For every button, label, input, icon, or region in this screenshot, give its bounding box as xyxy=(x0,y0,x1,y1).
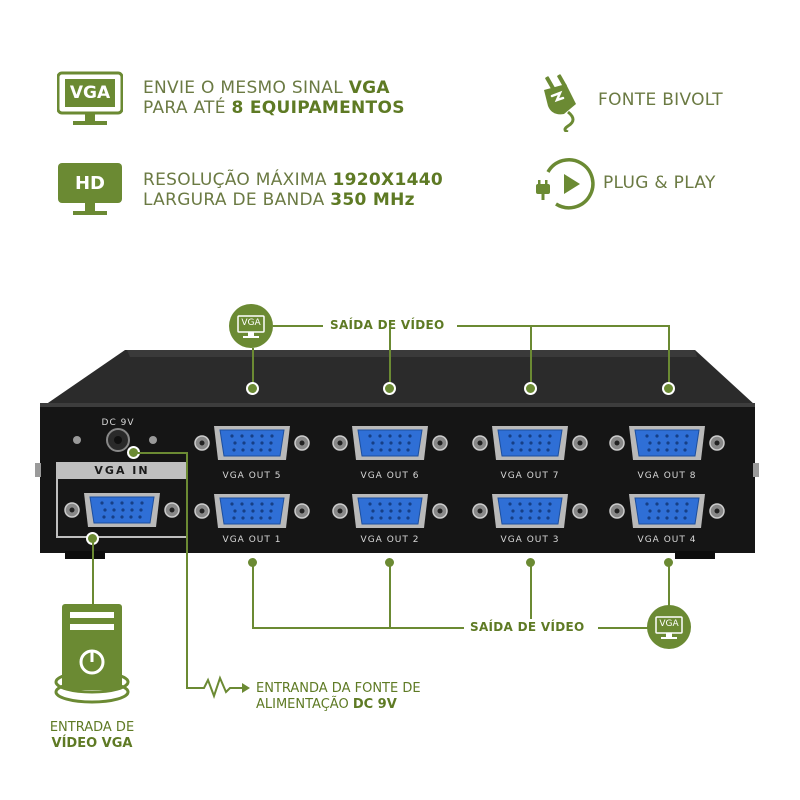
vga-input-line2: VÍDEO VGA xyxy=(51,736,133,751)
power-input-hline xyxy=(133,452,187,454)
vga-input-line1: ENTRADA DE xyxy=(49,720,135,735)
bottom-vga-callout-icon: VGA xyxy=(647,605,691,649)
vga-monitor-icon: VGA xyxy=(56,70,124,128)
power-wave-icon xyxy=(186,674,250,702)
power-input-line2: ALIMENTAÇÃO xyxy=(256,697,353,712)
top-video-out-label: SAÍDA DE VÍDEO xyxy=(330,318,445,332)
top-callout-drop-4 xyxy=(668,325,670,388)
power-feature-text: FONTE BIVOLT xyxy=(598,90,723,110)
power-input-line1: ENTRANDA DA FONTE DE xyxy=(256,681,421,696)
hd-feature-text: RESOLUÇÃO MÁXIMA 1920X1440 LARGURA DE BA… xyxy=(143,170,443,210)
bottom-callout-drop-1 xyxy=(252,566,254,628)
plug-and-play-text: PLUG & PLAY xyxy=(603,173,716,193)
bottom-callout-drop-2 xyxy=(389,566,391,628)
top-callout-dot-4 xyxy=(662,382,675,395)
vga-in-label: VGA IN xyxy=(94,464,150,477)
hd-monitor-icon: HD xyxy=(57,160,123,218)
vga-feature-line2-bold: 8 EQUIPAMENTOS xyxy=(231,98,405,118)
power-input-text: ENTRANDA DA FONTE DE ALIMENTAÇÃO DC 9V xyxy=(256,681,421,713)
hd-feature-line2: LARGURA DE BANDA xyxy=(143,190,331,210)
top-callout-dot-3 xyxy=(524,382,537,395)
top-callout-drop-2 xyxy=(389,325,391,388)
dc-jack-label: DC 9V xyxy=(101,418,135,428)
top-callout-drop-3 xyxy=(530,325,532,388)
hd-feature-line1: RESOLUÇÃO MÁXIMA xyxy=(143,170,333,190)
top-callout-line xyxy=(273,325,670,327)
vga-feature-line2: PARA ATÉ xyxy=(143,98,232,118)
top-callout-drop-1 xyxy=(252,348,254,388)
top-vga-icon-text: VGA xyxy=(241,318,261,328)
hd-feature-line1-bold: 1920X1440 xyxy=(332,170,443,190)
top-vga-callout-icon: VGA xyxy=(229,304,273,348)
top-callout-dot-1 xyxy=(246,382,259,395)
bottom-callout-label-bg xyxy=(464,619,598,637)
top-callout-dot-2 xyxy=(383,382,396,395)
power-plug-icon xyxy=(538,72,584,134)
computer-tower-icon xyxy=(52,600,132,710)
power-input-line2-bold: DC 9V xyxy=(352,697,397,712)
vga-badge-text: VGA xyxy=(69,83,111,103)
vga-feature-text: ENVIE O MESMO SINAL VGA PARA ATÉ 8 EQUIP… xyxy=(143,78,405,118)
power-input-vline xyxy=(186,452,188,688)
hd-feature-line2-bold: 350 MHz xyxy=(330,190,415,210)
vga-input-text: ENTRADA DE VÍDEO VGA xyxy=(32,720,152,752)
plug-and-play-icon xyxy=(534,154,598,214)
bottom-callout-drop-3 xyxy=(530,566,532,628)
bottom-callout-line xyxy=(252,627,650,629)
vga-input-vline xyxy=(92,542,94,604)
vga-feature-line1-bold: VGA xyxy=(348,78,390,98)
bottom-video-out-label: SAÍDA DE VÍDEO xyxy=(470,620,585,634)
hd-badge-text: HD xyxy=(74,173,105,194)
vga-feature-line1: ENVIE O MESMO SINAL xyxy=(143,78,349,98)
bottom-vga-icon-text: VGA xyxy=(659,619,679,629)
vga-splitter-device xyxy=(35,345,765,565)
bottom-callout-drop-4 xyxy=(668,566,670,606)
